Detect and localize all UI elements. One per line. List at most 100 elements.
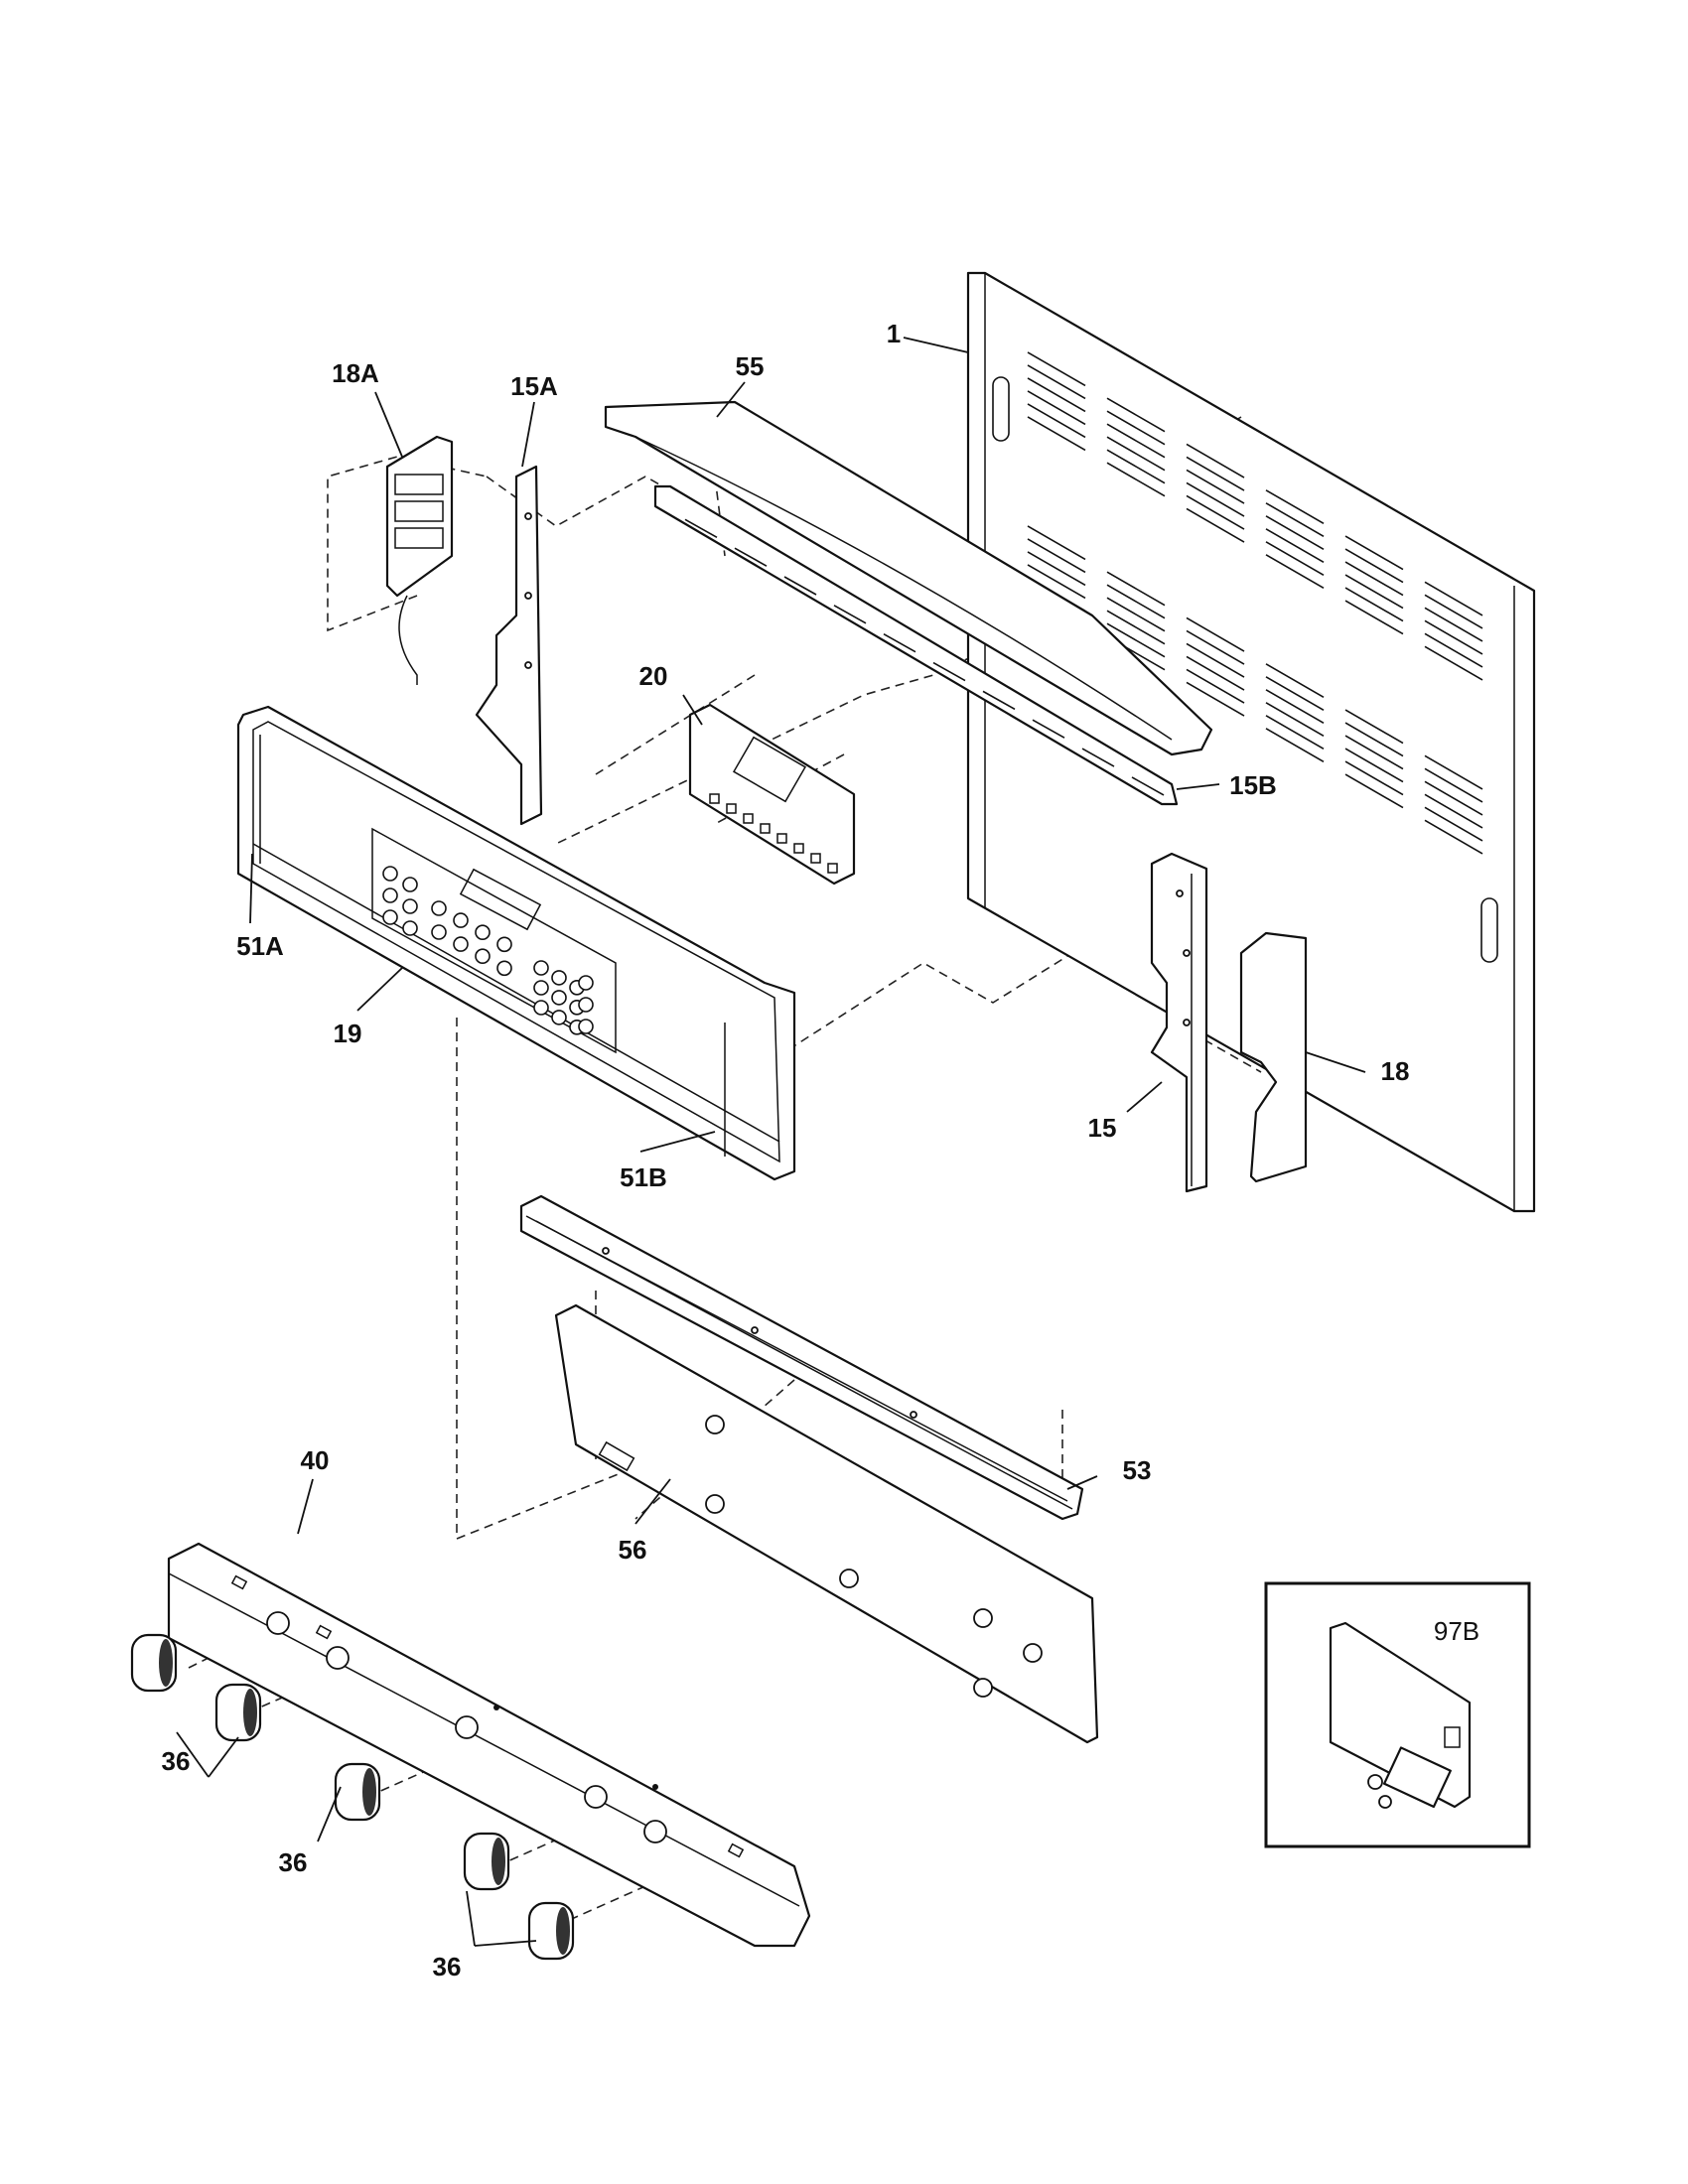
panel-button <box>402 877 418 892</box>
louver-slot <box>1106 622 1166 658</box>
board-chip <box>810 853 821 864</box>
panel-button <box>402 898 418 914</box>
louver-slot <box>1265 541 1325 577</box>
callout-53: 53 <box>1123 1455 1152 1485</box>
panel-button <box>402 920 418 936</box>
louver-slot <box>1344 773 1404 809</box>
callout-1: 1 <box>887 319 901 348</box>
louver-slot <box>1027 403 1086 439</box>
panel-button <box>382 866 398 882</box>
callout-51B: 51B <box>620 1162 667 1192</box>
part-vented-bracket <box>653 484 1179 806</box>
louver-slot <box>1186 456 1245 491</box>
board-chips <box>709 793 838 874</box>
louver-slot <box>1344 548 1404 584</box>
panel-button <box>475 924 491 941</box>
louver-slot <box>1106 597 1166 632</box>
callout-51A: 51A <box>236 931 284 961</box>
louver-slot <box>1265 554 1325 590</box>
panel-button <box>475 948 491 965</box>
louver-slot <box>1424 806 1483 842</box>
panel-button <box>551 990 567 1006</box>
panel-button <box>453 912 469 928</box>
panel-button <box>496 960 512 977</box>
board-chip <box>760 823 771 834</box>
louver-slot <box>1265 528 1325 564</box>
panel-button <box>533 1000 549 1016</box>
knob-shade <box>362 1768 376 1816</box>
louver-slot <box>1106 397 1166 433</box>
louver-slot <box>1186 494 1245 530</box>
louver-slot <box>1186 642 1245 678</box>
louver-slot <box>1265 689 1325 725</box>
louver-slot <box>1186 481 1245 517</box>
louver-slot <box>1027 390 1086 426</box>
bracket-slot <box>734 547 768 567</box>
bracket-slot <box>982 690 1016 711</box>
louver-slot <box>1106 584 1166 619</box>
panel-button <box>382 909 398 925</box>
part-top-trim <box>604 400 1213 756</box>
callout-18: 18 <box>1381 1056 1410 1086</box>
louver-slot <box>1424 793 1483 829</box>
louver-slot <box>1424 754 1483 790</box>
callout-36-single: 36 <box>279 1847 308 1877</box>
callout-15A: 15A <box>510 371 558 401</box>
callout-97B: 97B <box>1434 1616 1479 1646</box>
panel-button <box>551 1010 567 1025</box>
louver-slot <box>1027 416 1086 452</box>
louver-slot <box>1424 581 1483 616</box>
callout-18A: 18A <box>332 358 379 388</box>
board-chip <box>776 833 787 844</box>
callout-55: 55 <box>736 351 765 381</box>
louver-slot <box>1344 587 1404 622</box>
louver-slot <box>1424 607 1483 642</box>
part-left-end-cap <box>385 435 454 685</box>
louver-slot <box>1344 722 1404 757</box>
louver-slot <box>1265 515 1325 551</box>
bracket-slot <box>833 605 867 624</box>
callout-36-pair: 36 <box>162 1746 191 1776</box>
panel-button <box>533 960 549 976</box>
louver-slot <box>1265 502 1325 538</box>
knob-shade <box>556 1907 570 1955</box>
louver-slot <box>1344 735 1404 770</box>
louver-slot <box>1186 655 1245 691</box>
louver-slot <box>1106 410 1166 446</box>
part-backguard <box>167 1542 811 1948</box>
louver-slot <box>1027 551 1086 587</box>
bracket-slot <box>783 576 817 596</box>
part-right-end-cap <box>1239 931 1308 1183</box>
louver-slot <box>1027 525 1086 561</box>
panel-button <box>578 975 594 991</box>
leader-lines <box>176 337 1366 1947</box>
louver-slot <box>1424 819 1483 855</box>
bracket-slot <box>684 518 718 539</box>
board-chip <box>743 813 754 824</box>
louver-slot <box>1027 351 1086 387</box>
panel-button <box>382 887 398 903</box>
board-chip <box>709 793 720 804</box>
louver-slot <box>1424 645 1483 681</box>
part-control-panel <box>236 705 796 1181</box>
inset-frame <box>1264 1581 1531 1848</box>
louver-slot <box>1106 449 1166 484</box>
panel-button <box>496 936 512 953</box>
part-manifold-panel <box>554 1303 1099 1744</box>
louver-slot <box>1344 561 1404 597</box>
callout-19: 19 <box>334 1019 362 1048</box>
panel-button <box>431 924 447 940</box>
callout-15: 15 <box>1088 1113 1117 1143</box>
louver-slot <box>1265 728 1325 763</box>
bracket-slots <box>684 518 1165 796</box>
louver-slot <box>1186 507 1245 543</box>
louver-slot <box>1424 767 1483 803</box>
louver-slot <box>1106 571 1166 607</box>
louver-slot <box>1344 574 1404 610</box>
panel-button <box>533 980 549 996</box>
louver-slot <box>1424 594 1483 629</box>
louver-slot <box>1344 709 1404 745</box>
callout-56: 56 <box>619 1535 647 1565</box>
louver-slot <box>1186 443 1245 478</box>
part-right-side-bracket <box>1150 852 1208 1193</box>
